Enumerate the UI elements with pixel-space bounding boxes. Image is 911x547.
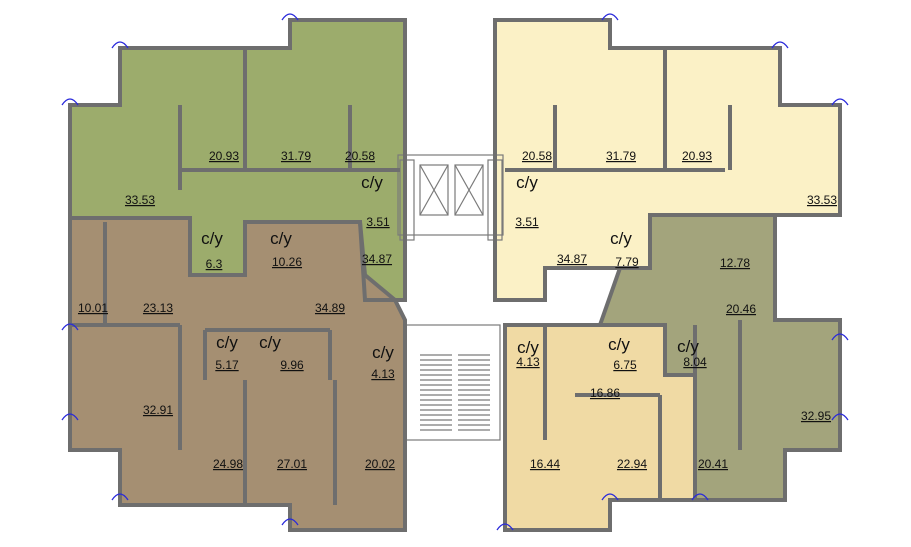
room-area-label: 34.87 [362, 252, 392, 266]
bathroom-label: c/y [608, 335, 630, 354]
room-area-label: 16.44 [530, 457, 560, 471]
room-area-label: 6.75 [613, 358, 637, 372]
room-area-label: 24.98 [213, 457, 243, 471]
room-area-label: 22.94 [617, 457, 647, 471]
room-area-label: 31.79 [606, 149, 636, 163]
window-icon [831, 413, 849, 421]
room-area-label: 10.26 [272, 255, 302, 269]
window-icon [281, 13, 299, 21]
apartment-tan [505, 325, 695, 530]
window-icon [61, 413, 79, 421]
room-area-label: 5.17 [215, 358, 239, 372]
room-area-label: 10.01 [78, 301, 108, 315]
bathroom-label: c/y [517, 338, 539, 357]
room-area-label: 20.58 [345, 149, 375, 163]
room-area-label: 20.93 [209, 149, 239, 163]
room-area-label: 32.95 [801, 409, 831, 423]
bathroom-label: c/y [610, 229, 632, 248]
room-area-label: 34.87 [557, 252, 587, 266]
room-area-label: 33.53 [125, 193, 155, 207]
window-icon [601, 13, 619, 21]
room-area-label: 20.41 [698, 457, 728, 471]
window-icon [601, 493, 619, 501]
room-area-label: 4.13 [516, 355, 540, 369]
window-icon [496, 523, 514, 531]
apartment-green [70, 20, 405, 300]
room-area-label: 20.93 [682, 149, 712, 163]
room-area-label: 20.58 [522, 149, 552, 163]
room-area-label: 32.91 [143, 403, 173, 417]
apartment-brown [70, 218, 405, 530]
room-area-label: 27.01 [277, 457, 307, 471]
bathroom-label: c/y [361, 173, 383, 192]
room-area-label: 12.78 [720, 256, 750, 270]
window-icon [111, 41, 129, 49]
room-area-label: 23.13 [143, 301, 173, 315]
room-area-label: 20.02 [365, 457, 395, 471]
window-icon [831, 333, 849, 341]
staircase [404, 324, 501, 441]
bathroom-label: c/y [259, 333, 281, 352]
window-icon [771, 41, 789, 49]
bathroom-label: c/y [677, 337, 699, 356]
elevator-core [397, 154, 504, 241]
room-area-label: 4.13 [371, 367, 395, 381]
window-icon [831, 98, 849, 106]
room-area-label: 8.04 [683, 355, 707, 369]
room-area-label: 33.53 [807, 193, 837, 207]
room-area-label: 31.79 [281, 149, 311, 163]
room-area-label: 6.3 [206, 257, 223, 271]
room-area-label: 3.51 [366, 215, 390, 229]
bathroom-label: c/y [516, 173, 538, 192]
window-icon [61, 323, 79, 331]
room-area-label: 9.96 [280, 358, 304, 372]
bathroom-label: c/y [216, 333, 238, 352]
bathroom-label: c/y [201, 229, 223, 248]
apartment-yellow [495, 20, 840, 300]
bathroom-label: c/y [372, 343, 394, 362]
window-icon [61, 98, 79, 106]
room-area-label: 3.51 [515, 215, 539, 229]
window-icon [691, 493, 709, 501]
room-area-label: 7.79 [615, 255, 639, 269]
window-icon [281, 518, 299, 526]
apartment-olive [600, 215, 840, 500]
window-icon [111, 493, 129, 501]
room-area-label: 20.46 [726, 302, 756, 316]
room-area-label: 34.89 [315, 301, 345, 315]
bathroom-label: c/y [270, 229, 292, 248]
room-area-label: 16.86 [590, 386, 620, 400]
